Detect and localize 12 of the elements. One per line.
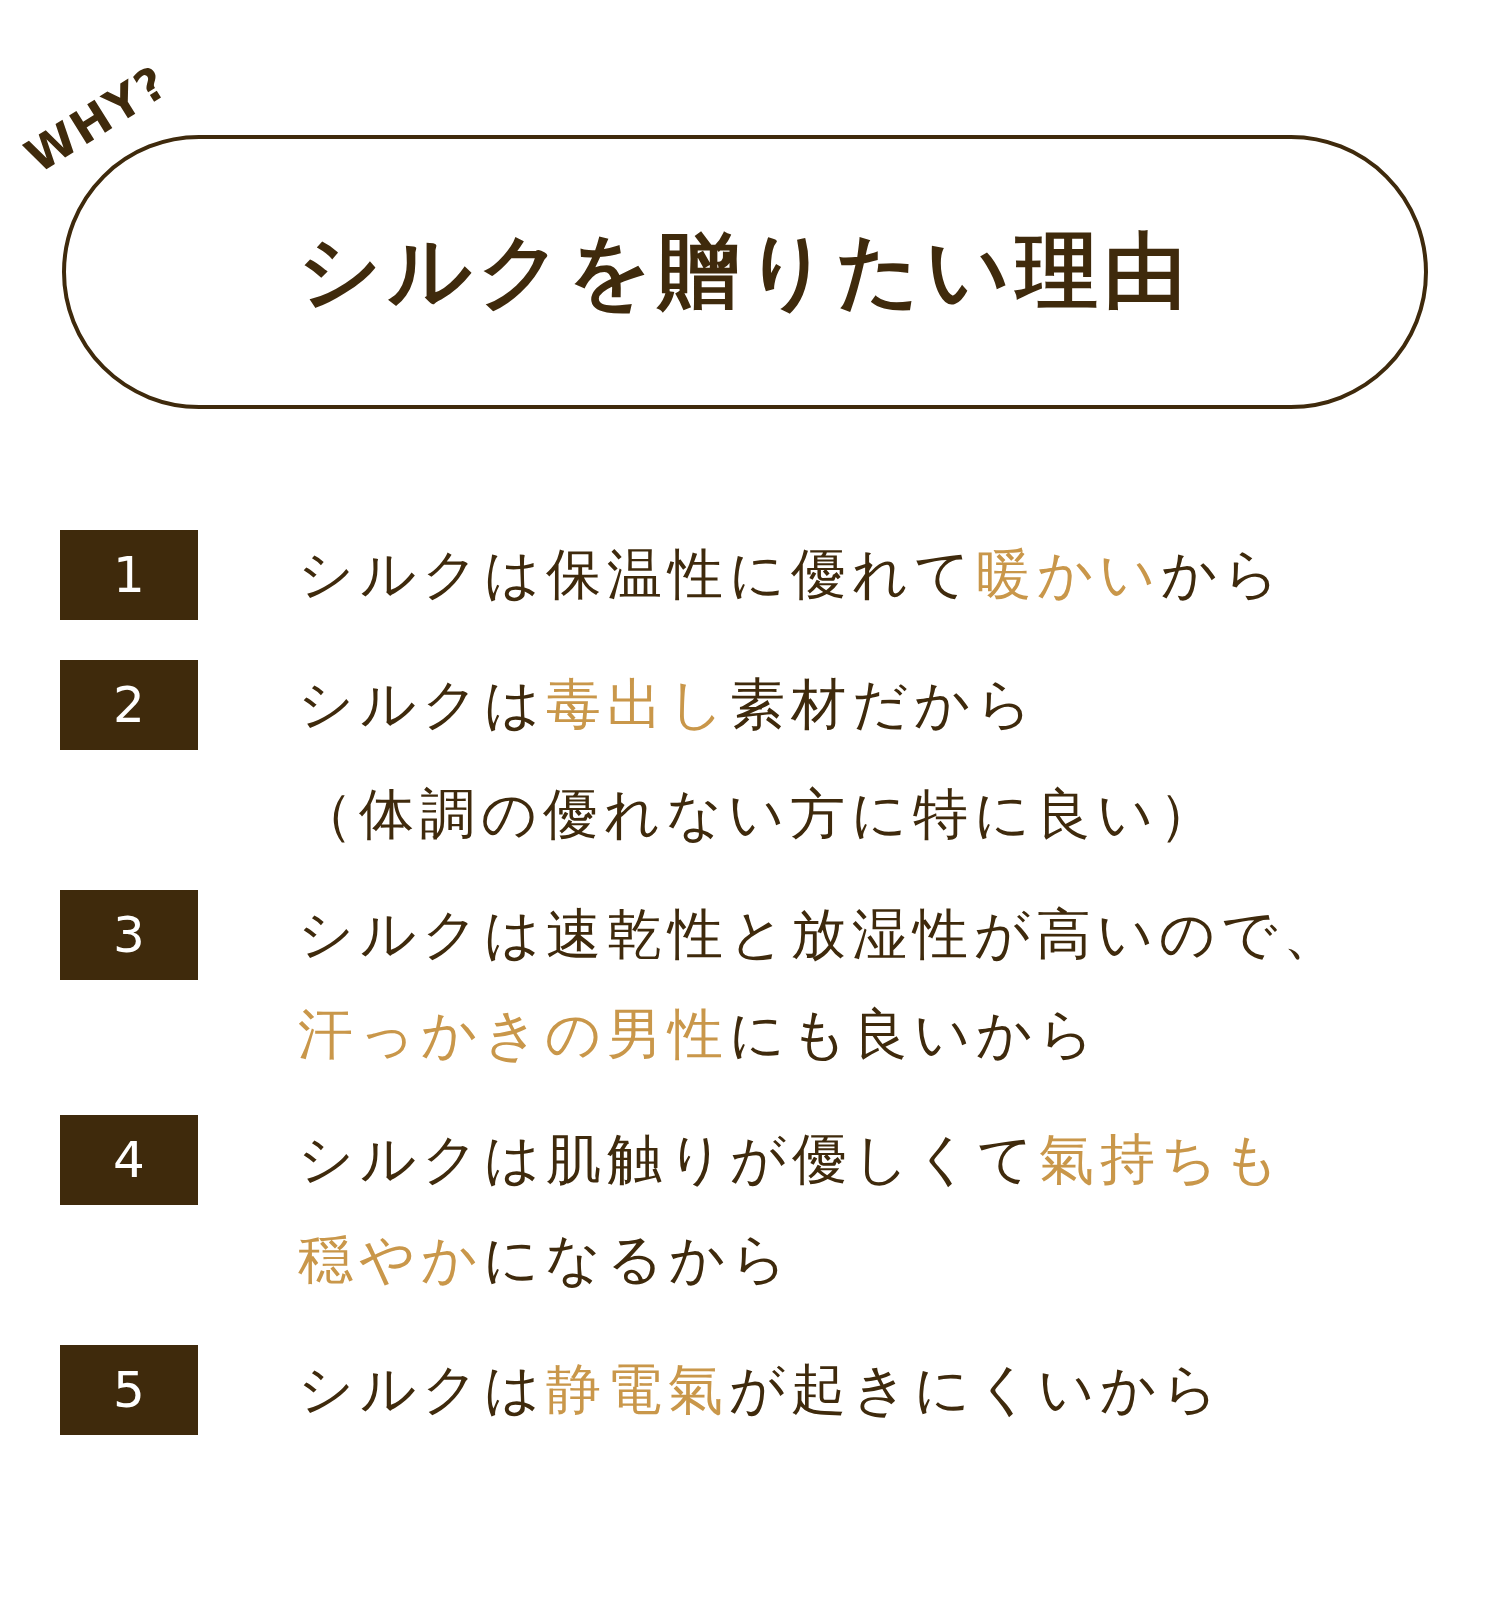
reason-text: シルクは速乾性と放湿性が高いので、汗っかきの男性にも良いから (298, 901, 1345, 1068)
reason-text: シルクは保温性に優れて暖かいから (298, 541, 1286, 608)
number-badge: 3 (60, 890, 198, 980)
title: シルクを贈りたい理由 (298, 222, 1192, 320)
number-badge: 4 (60, 1115, 198, 1205)
reason-text: シルクは静電氣が起きにくいから (298, 1356, 1225, 1423)
number-badge: 1 (60, 530, 198, 620)
reason-text: シルクは肌触りが優しくて氣持ちも穏やかになるから (298, 1126, 1286, 1293)
reason-text: シルクは毒出し素材だから (298, 671, 1039, 738)
number-badge: 2 (60, 660, 198, 750)
reason-text: （体調の優れない方に特に良い） (298, 781, 1221, 848)
number-badge: 5 (60, 1345, 198, 1435)
